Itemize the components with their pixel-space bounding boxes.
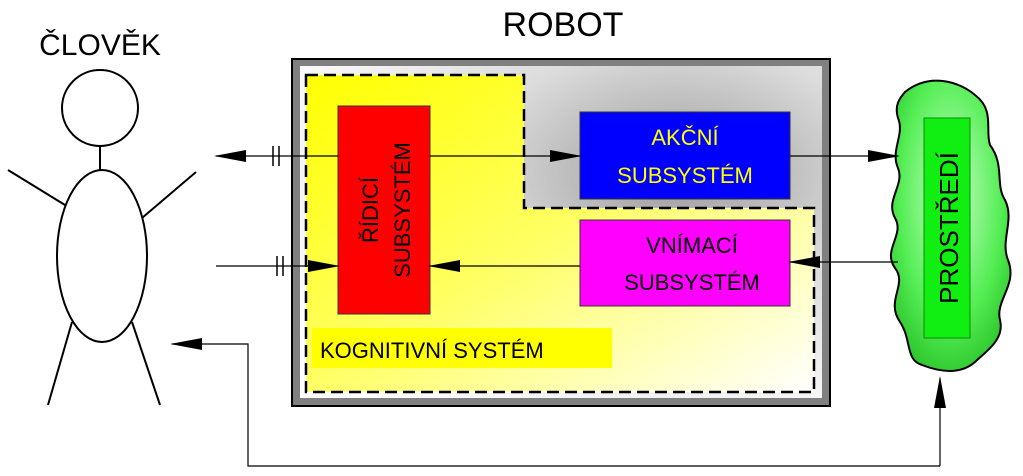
cognitive-system-region — [304, 73, 816, 394]
human-head — [61, 69, 139, 147]
perception-subsystem-box — [579, 219, 791, 307]
robot-label: ROBOT — [503, 6, 624, 44]
human-left-arm — [7, 169, 66, 206]
human-figure — [7, 69, 197, 406]
human-label: ČLOVĚK — [39, 28, 161, 62]
perception-subsystem-label-1: VNÍMACÍ — [646, 233, 739, 258]
cognitive-system-label-bg — [312, 328, 612, 368]
action-subsystem-label-1: AKČNÍ — [651, 125, 719, 150]
cognitive-system-label: KOGNITIVNÍ SYSTÉM — [320, 338, 544, 363]
control-subsystem-label-2: SUBSYSTÉM — [390, 142, 415, 278]
human-right-arm — [141, 171, 197, 219]
perception-subsystem-label-2: SUBSYSTÉM — [624, 270, 760, 295]
control-subsystem-box — [337, 105, 431, 315]
arrows — [170, 150, 946, 467]
human-right-leg — [131, 321, 161, 406]
human-left-leg — [47, 321, 73, 406]
arrow-environment-to-human — [170, 338, 940, 467]
control-subsystem-label-1: ŘÍDICÍ — [358, 176, 383, 243]
action-subsystem-label-2: SUBSYSTÉM — [617, 163, 753, 188]
environment-label-bg — [923, 117, 971, 339]
environment-label: PROSTŘEDÍ — [934, 151, 964, 303]
interface-marks — [272, 146, 284, 276]
human-body — [56, 169, 148, 343]
